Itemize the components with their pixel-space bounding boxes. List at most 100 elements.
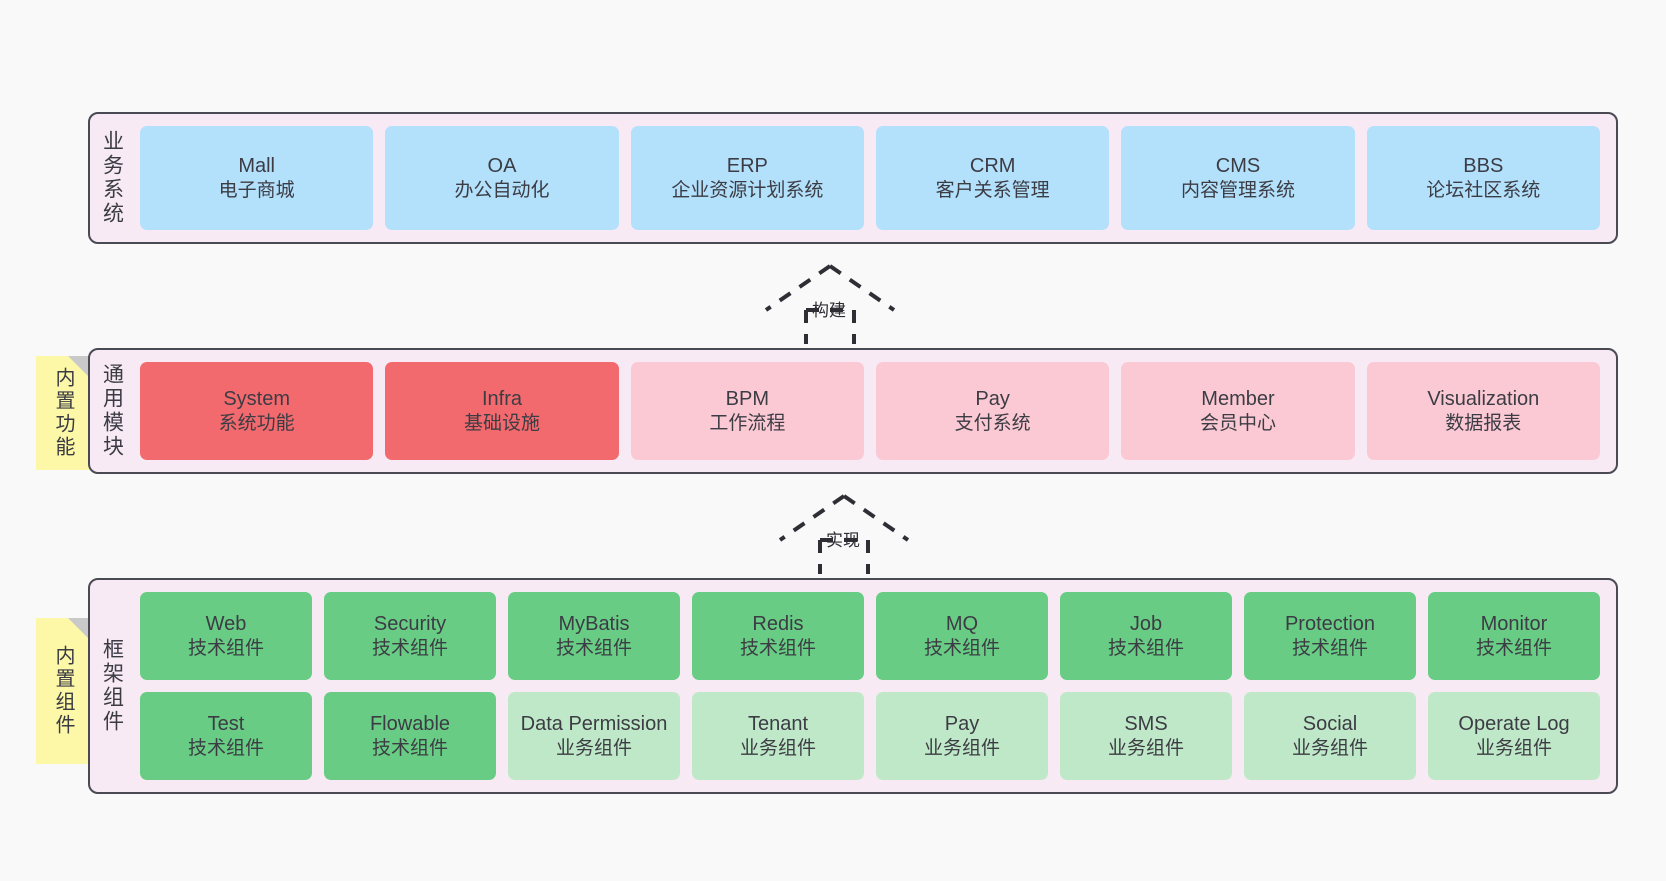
card-title: SMS (1124, 712, 1168, 735)
card-title: OA (487, 154, 517, 177)
card-title: Web (205, 612, 247, 635)
card-subtitle: 技术组件 (1291, 637, 1368, 659)
card-title: CMS (1215, 154, 1261, 177)
layer-title-framework-components: 框架组件 (100, 638, 124, 734)
card-title: Protection (1284, 612, 1376, 635)
card-pay[interactable]: Pay 支付系统 (875, 362, 1110, 460)
card-subtitle: 技术组件 (371, 637, 448, 659)
card-row: Mall 电子商城 OA 办公自动化 ERP 企业资源计划系统 CRM 客户关系… (140, 126, 1600, 230)
layer-business-systems: 业务系统 Mall 电子商城 OA 办公自动化 ERP 企业资源计划系统 CRM… (88, 112, 1618, 244)
card-title: Pay (975, 387, 1010, 410)
card-subtitle: 业务组件 (555, 737, 632, 759)
card-title: MQ (945, 612, 979, 635)
card-subtitle: 客户关系管理 (935, 179, 1050, 201)
card-cms[interactable]: CMS 内容管理系统 (1121, 126, 1355, 230)
card-sms[interactable]: SMS 业务组件 (1060, 692, 1232, 780)
layer-body-framework-components: Web 技术组件 Security 技术组件 MyBatis 技术组件 Redi… (134, 580, 1616, 792)
card-flowable[interactable]: Flowable 技术组件 (324, 692, 496, 780)
card-subtitle: 技术组件 (739, 637, 816, 659)
card-title: CRM (969, 154, 1016, 177)
card-subtitle: 技术组件 (371, 737, 448, 759)
card-title: Infra (481, 387, 522, 410)
card-system[interactable]: System 系统功能 (140, 362, 374, 460)
card-subtitle: 基础设施 (463, 412, 540, 434)
card-visualization[interactable]: Visualization 数据报表 (1366, 362, 1600, 460)
card-oa[interactable]: OA 办公自动化 (385, 126, 619, 230)
card-subtitle: 论坛社区系统 (1426, 179, 1541, 201)
card-row: Test 技术组件 Flowable 技术组件 Data Permission … (140, 692, 1600, 780)
card-title: Data Permission (520, 712, 668, 735)
card-infra[interactable]: Infra 基础设施 (385, 362, 619, 460)
card-subtitle: 技术组件 (187, 737, 264, 759)
card-bpm[interactable]: BPM 工作流程 (630, 362, 864, 460)
card-subtitle: 电子商城 (218, 179, 295, 201)
card-web[interactable]: Web 技术组件 (140, 592, 312, 680)
card-title: Flowable (369, 712, 451, 735)
connector-build: 构建 (762, 262, 898, 348)
layer-framework-components: 框架组件 Web 技术组件 Security 技术组件 MyBatis 技术组件… (88, 578, 1618, 794)
card-title: ERP (726, 154, 768, 177)
card-subtitle: 业务组件 (739, 737, 816, 759)
card-subtitle: 技术组件 (187, 637, 264, 659)
card-title: Redis (752, 612, 804, 635)
card-mq[interactable]: MQ 技术组件 (876, 592, 1048, 680)
card-subtitle: 业务组件 (1475, 737, 1552, 759)
card-redis[interactable]: Redis 技术组件 (692, 592, 864, 680)
note-builtin-component: 内置组件 (36, 618, 90, 764)
card-security[interactable]: Security 技术组件 (324, 592, 496, 680)
note-builtin-function: 内置功能 (36, 356, 90, 470)
layer-title-business-systems: 业务系统 (100, 130, 124, 226)
note-label: 内置功能 (52, 367, 74, 459)
card-subtitle: 工作流程 (709, 412, 786, 434)
card-erp[interactable]: ERP 企业资源计划系统 (630, 126, 864, 230)
card-title: Tenant (747, 712, 809, 735)
card-title: Test (207, 712, 245, 735)
card-subtitle: 企业资源计划系统 (671, 179, 824, 201)
connector-implement: 实现 (776, 492, 912, 578)
card-subtitle: 业务组件 (1107, 737, 1184, 759)
card-subtitle: 技术组件 (923, 637, 1000, 659)
card-data-permission[interactable]: Data Permission 业务组件 (508, 692, 680, 780)
card-operate-log[interactable]: Operate Log 业务组件 (1428, 692, 1600, 780)
card-protection[interactable]: Protection 技术组件 (1244, 592, 1416, 680)
card-title: MyBatis (558, 612, 630, 635)
note-fold-corner-icon (68, 356, 90, 378)
card-row: Web 技术组件 Security 技术组件 MyBatis 技术组件 Redi… (140, 592, 1600, 680)
card-subtitle: 技术组件 (555, 637, 632, 659)
card-tenant[interactable]: Tenant 业务组件 (692, 692, 864, 780)
card-title: Visualization (1427, 387, 1540, 410)
card-mall[interactable]: Mall 电子商城 (140, 126, 374, 230)
card-crm[interactable]: CRM 客户关系管理 (875, 126, 1110, 230)
card-subtitle: 技术组件 (1475, 637, 1552, 659)
card-title: Monitor (1480, 612, 1548, 635)
card-title: Job (1129, 612, 1163, 635)
card-job[interactable]: Job 技术组件 (1060, 592, 1232, 680)
layer-common-modules: 通用模块 System 系统功能 Infra 基础设施 BPM 工作流程 Pay… (88, 348, 1618, 474)
card-mybatis[interactable]: MyBatis 技术组件 (508, 592, 680, 680)
card-test[interactable]: Test 技术组件 (140, 692, 312, 780)
card-title: Pay (944, 712, 980, 735)
layer-body-common-modules: System 系统功能 Infra 基础设施 BPM 工作流程 Pay 支付系统… (134, 350, 1616, 472)
card-subtitle: 系统功能 (218, 412, 295, 434)
card-member[interactable]: Member 会员中心 (1121, 362, 1355, 460)
card-subtitle: 数据报表 (1445, 412, 1522, 434)
card-subtitle: 会员中心 (1199, 412, 1276, 434)
card-monitor[interactable]: Monitor 技术组件 (1428, 592, 1600, 680)
card-pay-component[interactable]: Pay 业务组件 (876, 692, 1048, 780)
card-subtitle: 技术组件 (1107, 637, 1184, 659)
card-subtitle: 业务组件 (1291, 737, 1368, 759)
card-subtitle: 支付系统 (954, 412, 1031, 434)
card-title: System (223, 387, 290, 410)
card-title: Mall (238, 154, 275, 177)
card-social[interactable]: Social 业务组件 (1244, 692, 1416, 780)
layer-title-common-modules: 通用模块 (100, 363, 124, 459)
note-label: 内置组件 (52, 645, 74, 737)
card-title: Member (1201, 387, 1275, 410)
card-title: Social (1302, 712, 1358, 735)
card-bbs[interactable]: BBS 论坛社区系统 (1366, 126, 1600, 230)
note-fold-corner-icon (68, 618, 90, 640)
card-subtitle: 办公自动化 (454, 179, 550, 201)
connector-implement-label: 实现 (826, 531, 860, 550)
layer-body-business-systems: Mall 电子商城 OA 办公自动化 ERP 企业资源计划系统 CRM 客户关系… (134, 114, 1616, 242)
